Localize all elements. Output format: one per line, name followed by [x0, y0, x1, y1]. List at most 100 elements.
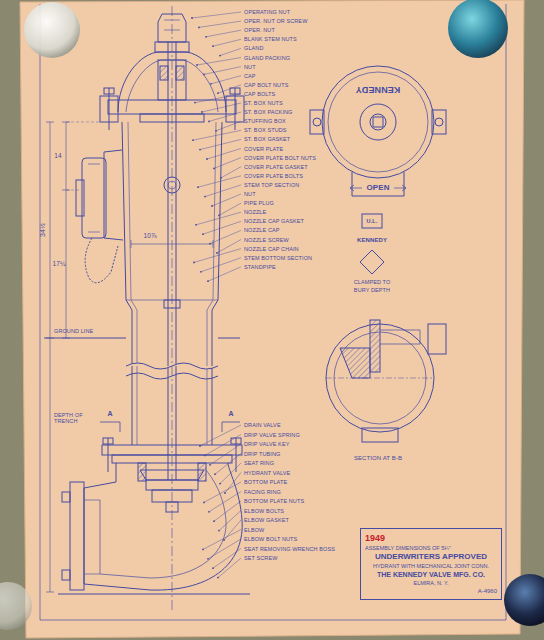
part-label: STEM TOP SECTION [244, 182, 299, 188]
leader-line [218, 558, 241, 578]
leader-line [216, 121, 241, 131]
leader-line [209, 112, 241, 121]
leader-line [202, 103, 241, 112]
part-label: ST. BOX GASKET [244, 136, 290, 142]
part-label: NOZZLE CAP [244, 227, 280, 233]
title-block-text: UNDERWRITERS APPROVED [365, 552, 497, 562]
part-label: NOZZLE SCREW [244, 236, 289, 242]
title-block-text: HYDRANT WITH MECHANICAL JOINT CONN. [365, 563, 497, 570]
dimension-label: 10⅞ [144, 232, 157, 239]
dimension-label: 34½ [39, 223, 47, 237]
part-label: DRAIN VALVE [244, 422, 281, 428]
leader-dot [204, 196, 206, 198]
leader-line [209, 492, 241, 512]
leader-dot [202, 549, 204, 551]
part-label: DRIP VALVE KEY [244, 441, 289, 447]
part-label: PIPE PLUG [244, 200, 274, 206]
approval-mark: U.L. [367, 218, 378, 224]
part-label: COVER PLATE BOLT NUTS [244, 154, 316, 160]
title-block-text: 1949 [365, 533, 497, 544]
leader-line [213, 549, 241, 569]
note-text: CLAMPED TO [354, 279, 391, 285]
leader-line [196, 212, 241, 225]
leader-dot [205, 36, 207, 38]
leader-line [200, 139, 241, 149]
leader-dot [218, 530, 220, 532]
leader-dot [208, 121, 210, 123]
leader-line [210, 444, 241, 465]
leader-line [206, 30, 241, 37]
leader-line [225, 473, 241, 494]
part-label: BOTTOM PLATE [244, 479, 287, 485]
section-mark: A [107, 410, 112, 418]
leader-line [204, 67, 241, 75]
leader-dot [213, 520, 215, 522]
part-label: ST. BOX STUDS [244, 127, 287, 133]
part-label: DRIP TUBING [244, 450, 280, 456]
part-label: DRIP VALVE SPRING [244, 431, 300, 437]
leader-line [200, 425, 241, 446]
leader-dot [207, 558, 209, 560]
part-label: STEM BOTTOM SECTION [244, 255, 312, 261]
part-label: COVER PLATE BOLTS [244, 173, 303, 179]
part-label: ELBOW BOLTS [244, 507, 284, 513]
leader-line [203, 530, 241, 550]
dimension-note: DEPTH OF TRENCH [54, 412, 94, 425]
paper-sheet [20, 0, 524, 638]
part-label: ELBOW GASKET [244, 517, 289, 523]
leader-line [193, 130, 241, 140]
leader-dot [193, 262, 195, 264]
leader-dot [192, 139, 194, 141]
leader-dot [199, 445, 201, 447]
leader-line [211, 76, 241, 84]
part-label: SEAT RING [244, 460, 274, 466]
leader-line [208, 539, 241, 559]
part-label: OPER. NUT [244, 27, 275, 33]
leader-dot [195, 224, 197, 226]
leader-dot [211, 205, 213, 207]
leader-dot [208, 511, 210, 513]
part-label: COVER PLATE GASKET [244, 164, 308, 170]
part-label: STANDPIPE [244, 264, 276, 270]
leader-dot [217, 577, 219, 579]
leader-dot [223, 539, 225, 541]
leader-dot [213, 168, 215, 170]
part-label: CAP [244, 73, 256, 79]
leader-dot [206, 158, 208, 160]
leader-dot [217, 92, 219, 94]
leader-line [218, 85, 241, 93]
title-block-text: A-4960 [365, 588, 497, 595]
part-label: BOTTOM PLATE NUTS [244, 498, 304, 504]
leader-line [205, 185, 241, 197]
title-block-text: ASSEMBLY DIMENSIONS OF 5¼" [365, 545, 497, 552]
leader-line [212, 194, 241, 206]
leader-line [204, 482, 241, 502]
maker-mark: KENNEDY [357, 237, 387, 244]
cap-marking: OPEN [366, 183, 389, 192]
leader-line [219, 203, 241, 215]
part-label: ELBOW [244, 526, 264, 532]
part-label: NOZZLE CAP GASKET [244, 218, 304, 224]
leader-line [195, 94, 241, 103]
part-label: NUT [244, 63, 256, 69]
part-label: FACING RING [244, 488, 281, 494]
leader-dot [224, 492, 226, 494]
part-label: NOZZLE [244, 209, 266, 215]
leader-line [220, 463, 241, 484]
leader-dot [204, 455, 206, 457]
title-block-text: ELMIRA, N. Y. [365, 580, 497, 587]
leader-dot [191, 17, 193, 19]
part-label: GLAND [244, 45, 263, 51]
part-label: OPERATING NUT [244, 9, 290, 15]
leader-line [201, 258, 241, 272]
part-label: ST. BOX NUTS [244, 100, 283, 106]
leader-dot [197, 186, 199, 188]
leader-dot [219, 55, 221, 57]
leader-dot [214, 473, 216, 475]
leader-dot [207, 280, 209, 282]
leader-dot [194, 102, 196, 104]
leader-dot [209, 464, 211, 466]
leader-dot [202, 233, 204, 235]
part-label: STUFFING BOX [244, 118, 286, 124]
